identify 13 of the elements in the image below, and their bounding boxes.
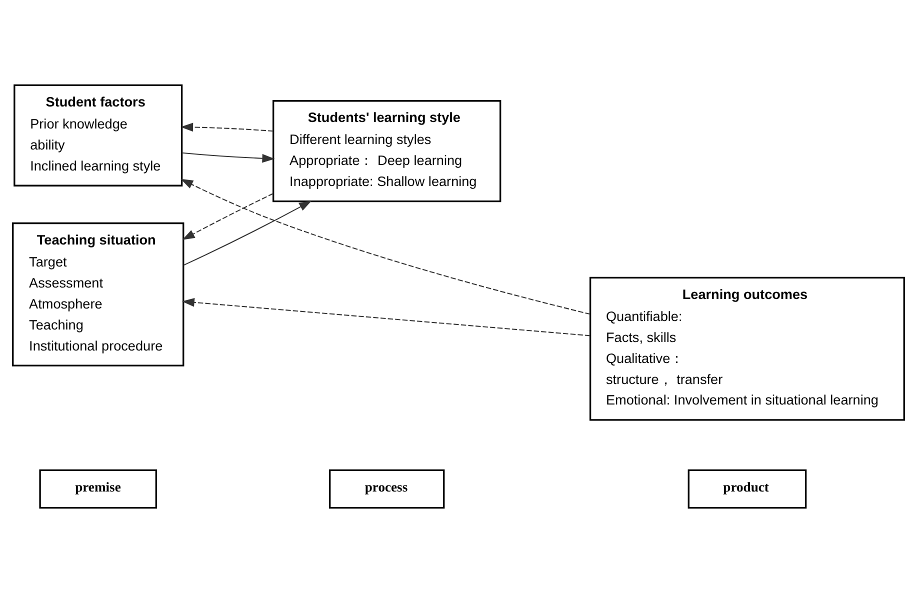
node-box: premise <box>39 468 157 508</box>
arrow <box>180 178 590 314</box>
node-box: Teaching situation Target Assessment Atmosphere Teaching Institutional procedure <box>12 222 184 366</box>
node-box: product <box>688 468 807 508</box>
node-box: Student factors Prior knowledge ability Inclined learning style <box>14 84 183 186</box>
arrow <box>180 122 274 132</box>
node-box: Learning outcomes Quantifiable: Facts, skills Qualitative： structure， transfer Emotional: Involvement in situational learning <box>589 276 905 420</box>
node-box: Students' learning style Different learning styles Appropriate： Deep learning Inappropriate: Shallow learning <box>272 100 502 202</box>
arrow <box>182 298 590 336</box>
arrow <box>182 192 274 240</box>
node-box: process <box>329 468 445 508</box>
arrow <box>182 152 275 162</box>
arrow <box>183 200 312 266</box>
